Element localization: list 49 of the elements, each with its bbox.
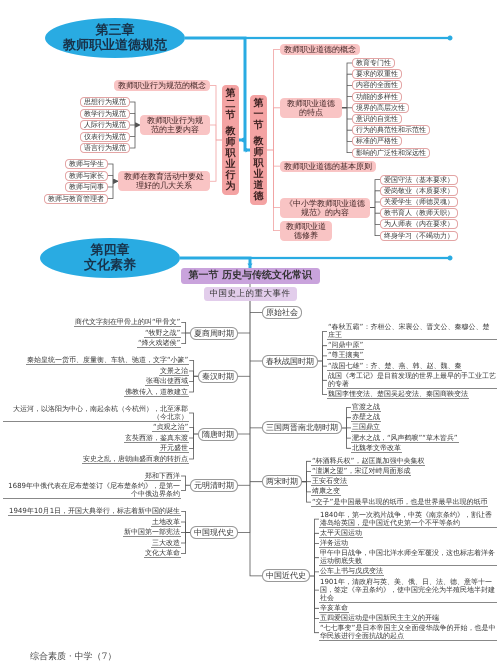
connector-line xyxy=(266,150,280,231)
topic-box: 教师职业行为规范的主要内容 xyxy=(140,115,210,135)
connector-line xyxy=(302,481,312,502)
section-box xyxy=(222,85,239,195)
connector-line xyxy=(180,532,190,554)
section-box xyxy=(250,95,267,205)
section-box: 第一节 历史与传统文化常识 xyxy=(180,268,320,284)
period-box: 两宋时期 xyxy=(262,475,302,488)
arrow xyxy=(180,256,252,268)
period-box: 三国两晋南北朝时期 xyxy=(262,421,342,434)
topic-box: 教师职业道德修养 xyxy=(280,220,332,241)
topic-box: 教师职业行为规范的概念 xyxy=(114,80,210,91)
topic-box: 《中小学教师职业道德规范》的内容 xyxy=(280,198,370,218)
connector-line xyxy=(342,107,352,153)
node-text: 第四章 xyxy=(90,243,130,258)
node-text: 教师职业道德规范 xyxy=(63,38,167,53)
period-box: 隋唐时期 xyxy=(198,428,238,440)
connector-line xyxy=(180,332,190,344)
period-box: 中国近代史 xyxy=(262,569,310,582)
chapter-ellipse xyxy=(40,238,180,278)
period-box: 元明清时期 xyxy=(190,478,238,492)
connector-line xyxy=(310,576,320,634)
topic-box: 教师职业道德的基本原则 xyxy=(280,160,376,172)
topic-box: 教师职业道德的概念 xyxy=(280,44,360,55)
period-box: 原始社会 xyxy=(262,306,302,319)
arrow xyxy=(130,122,140,148)
node-text: 第一节 xyxy=(252,98,264,131)
node-text: 第二节 xyxy=(224,88,236,121)
period-box: 中国现代史 xyxy=(190,526,238,539)
topic-box: 中国史上的重大事件 xyxy=(204,287,296,301)
node-text: 教师职业行为 xyxy=(224,126,237,192)
connector-line xyxy=(342,428,352,449)
connector-line xyxy=(188,376,198,392)
connector-line xyxy=(180,484,190,491)
node-text: 教师职业道德 xyxy=(252,136,265,202)
connector-line xyxy=(238,300,250,533)
arrow xyxy=(108,178,118,199)
period-box: 春秋战国时期 xyxy=(262,354,318,368)
period-box: 秦汉时期 xyxy=(198,370,238,383)
footer-text: 综合素质 · 中学（7） xyxy=(30,650,116,663)
connector-line xyxy=(188,434,198,460)
node-text: 文化素养 xyxy=(84,258,136,273)
topic-box: 教师职业道德的特点 xyxy=(280,98,342,118)
connector-line xyxy=(318,360,328,395)
period-box: 夏商周时期 xyxy=(190,326,238,340)
connector-line xyxy=(210,140,222,182)
topic-box: 教师在教育活动中要处理好的几大关系 xyxy=(118,171,210,192)
connector-line xyxy=(370,207,380,236)
node-text: 第三章 xyxy=(96,23,134,38)
